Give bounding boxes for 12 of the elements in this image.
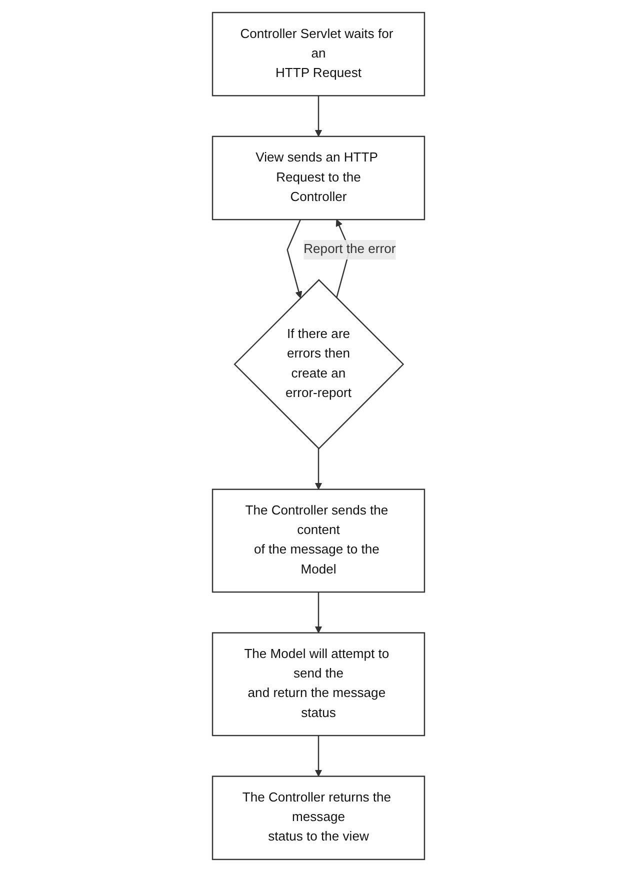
- arrow: [314, 95, 322, 136]
- node-box: The Controller returns the message status to the view: [211, 775, 425, 860]
- arrow: [286, 218, 302, 298]
- node-diamond: If there are errors then create an error-report: [233, 278, 404, 449]
- arrow: [314, 735, 322, 776]
- edge-label: Report the error: [303, 242, 396, 256]
- arrow: [314, 592, 322, 633]
- node-box: Controller Servlet waits for an HTTP Request: [211, 11, 425, 96]
- node-box: View sends an HTTP Request to the Controller: [211, 135, 425, 220]
- arrow: [314, 448, 322, 490]
- node-box: The Controller sends the content of the message to the Model: [211, 488, 425, 592]
- node-box: The Model will attempt to send the and return the message status: [211, 632, 425, 736]
